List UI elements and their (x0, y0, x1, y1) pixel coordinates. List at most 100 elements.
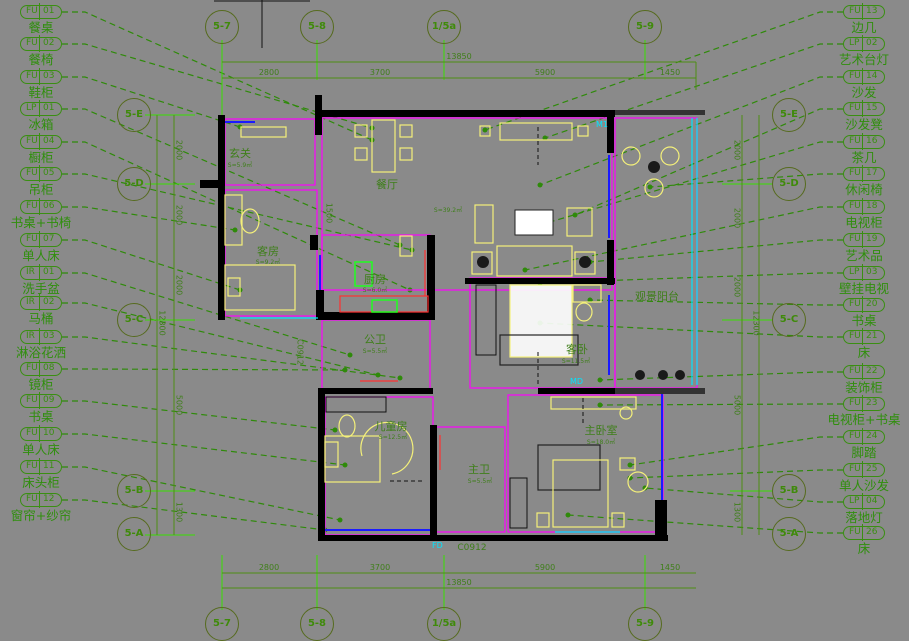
tag-divider (862, 395, 863, 412)
leader-arrow (342, 462, 348, 468)
leader-arrow (597, 377, 603, 383)
room-name: 餐厅 (376, 178, 398, 191)
tag-code: FU (849, 331, 861, 341)
leader-line (62, 433, 346, 466)
leader-line (62, 499, 326, 531)
leader-arrow (647, 184, 653, 190)
axis-bubble: 5-C (117, 303, 151, 337)
tag-label: 书桌 (851, 313, 877, 328)
leader-line (629, 469, 843, 479)
door-code: M1 (596, 120, 608, 129)
leader-line (62, 76, 241, 128)
tag-label: 单人沙发 (838, 478, 890, 493)
tag-number: 09 (43, 395, 55, 405)
tag-code: FU (26, 168, 38, 178)
window-code: C0912 (295, 339, 305, 365)
tag-code: FU (849, 431, 861, 441)
tag-code: FU (26, 136, 38, 146)
tag-divider (862, 328, 863, 345)
tag-number: 03 (866, 267, 878, 277)
tag-divider (862, 493, 863, 510)
tag-number: 01 (43, 267, 55, 277)
tag-code: FU (849, 366, 861, 376)
tag-label: 吊柜 (28, 182, 54, 197)
leader-line (524, 206, 843, 271)
tag-number: 01 (43, 6, 55, 16)
dimension: 1450 (659, 563, 681, 572)
dimension-total: 13850 (446, 52, 472, 61)
leader-arrow (375, 372, 381, 378)
leader-line (649, 173, 843, 188)
leader-line (62, 173, 413, 251)
tag-label: 马桶 (28, 311, 54, 326)
tag-number: 01 (43, 103, 55, 113)
dimension: 2000 (732, 207, 742, 229)
tag-code: FU (26, 494, 38, 504)
tag-divider (862, 133, 863, 150)
tag-number: 02 (866, 38, 878, 48)
tag-code: IR (26, 267, 35, 277)
dimension-total: 12300 (157, 310, 167, 336)
tag-code: FU (849, 527, 861, 537)
tag-divider (862, 428, 863, 445)
room-name: 厨房 (364, 273, 386, 286)
tag-label: 艺术台灯 (838, 52, 890, 67)
tag-number: 07 (43, 234, 55, 244)
axis-bubble: 5-8 (300, 10, 334, 44)
room-area: S=9.2㎡ (255, 259, 281, 266)
dimension: 1450 (659, 68, 681, 77)
leader-line (62, 368, 346, 371)
leader-line (599, 371, 843, 381)
axis-bubble: 5-D (772, 167, 806, 201)
room-area: S=39.2㎡ (433, 207, 463, 214)
tag-label: 橱柜 (28, 150, 54, 165)
tag-code: FU (26, 234, 38, 244)
tag-number: 02 (43, 38, 55, 48)
room-name: 儿童房 (374, 420, 408, 433)
axis-bubble: 5-7 (205, 10, 239, 44)
leader-line (539, 141, 843, 226)
leader-line (644, 487, 843, 503)
tag-label: 脚踏 (851, 445, 877, 460)
axis-bubble: 5-E (772, 98, 806, 132)
dimension: 2800 (258, 563, 280, 572)
tag-number: 18 (866, 201, 878, 211)
tag-number: 16 (866, 136, 878, 146)
annotation-tag: FU 21 (843, 328, 885, 345)
window-code: C0912 (457, 543, 487, 553)
leader-line (62, 206, 236, 231)
tag-divider (862, 3, 863, 20)
dimension: 3700 (369, 563, 391, 572)
room-name: 公卫 (364, 333, 386, 346)
tag-label: 沙发 (851, 85, 877, 100)
leader-line (589, 239, 843, 263)
tag-code: FU (849, 234, 861, 244)
tag-label: 装饰柜 (845, 380, 883, 395)
tag-number: 23 (866, 398, 878, 408)
room-name: 玄关 (229, 147, 251, 160)
tag-label: 书桌 (28, 409, 54, 424)
dimension: 2000 (174, 204, 184, 226)
leader-line (62, 400, 336, 431)
tag-code: FU (849, 71, 861, 81)
tag-number: 15 (866, 103, 878, 113)
tag-number: 25 (866, 464, 878, 474)
axis-bubble: 5-B (117, 474, 151, 508)
tag-number: 21 (866, 331, 878, 341)
tag-label: 边几 (851, 20, 877, 35)
tag-label: 单人床 (22, 442, 60, 457)
tag-label: 冰箱 (28, 117, 54, 132)
room-name: 客卧 (566, 343, 588, 356)
leader-arrow (597, 402, 603, 408)
leader-line (62, 272, 351, 356)
